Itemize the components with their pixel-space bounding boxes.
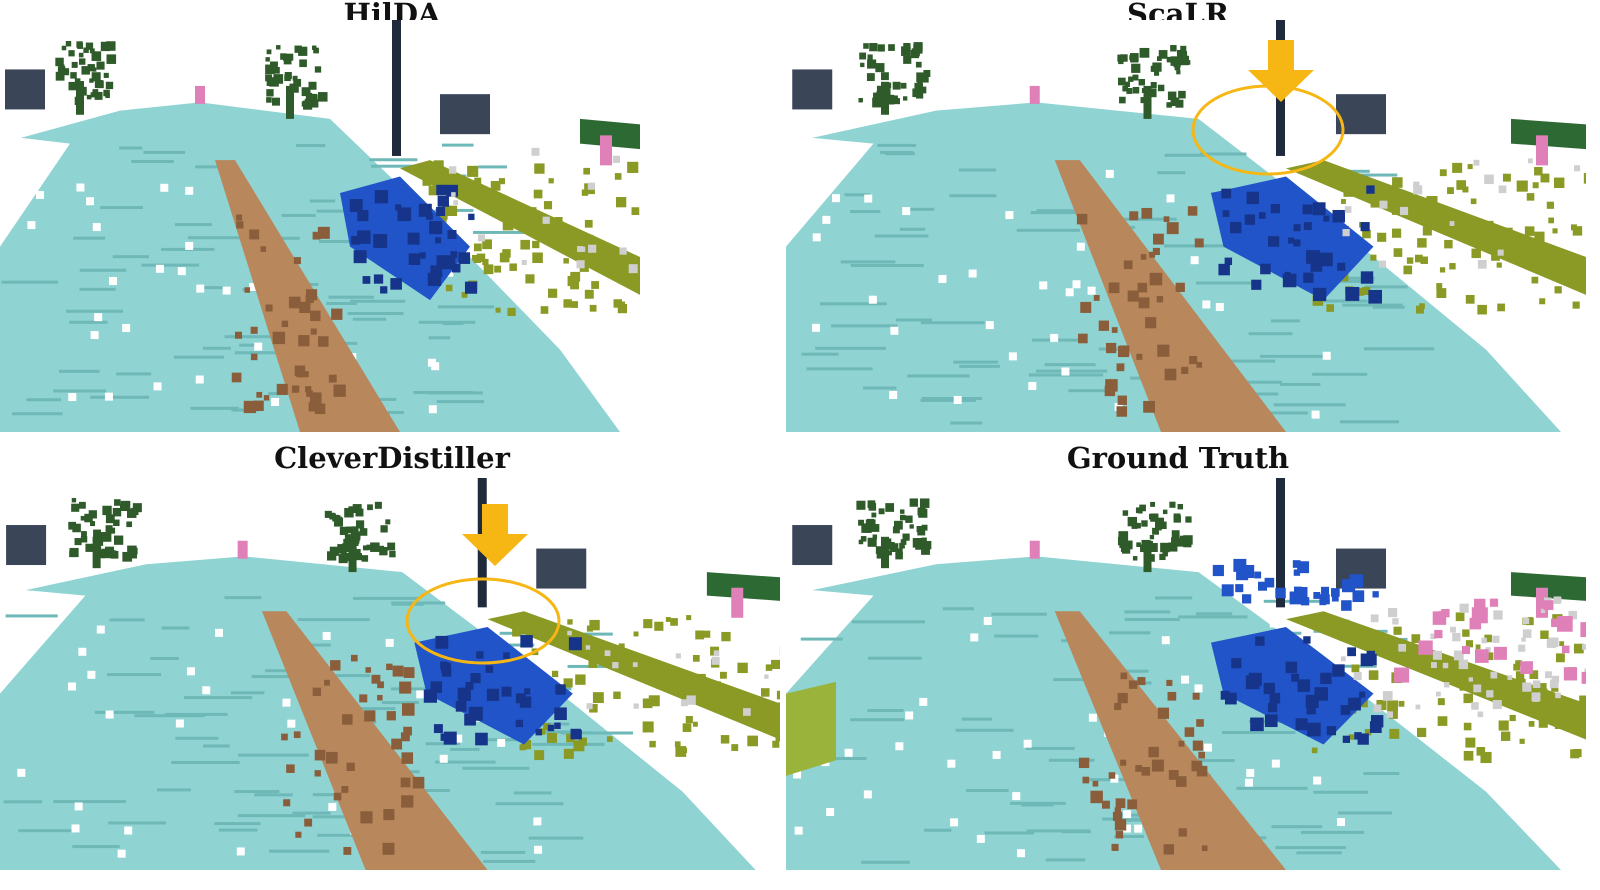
arrow-icon: [1248, 40, 1314, 102]
highlight-cleverdistiller: [405, 504, 561, 665]
scene-cleverdistiller: [0, 478, 780, 870]
scene-hilda: [0, 20, 640, 432]
scene-scalr: [786, 20, 1586, 432]
panel-title-cleverdistiller: CleverDistiller: [274, 441, 510, 475]
voxel-render-ground-truth: [786, 478, 1586, 870]
arrow-icon: [462, 504, 528, 566]
panel-title-ground-truth: Ground Truth: [1066, 441, 1290, 475]
voxel-render-scalr: [786, 20, 1586, 432]
highlight-ellipse: [1191, 84, 1345, 176]
voxel-render-hilda: [0, 20, 640, 432]
highlight-ellipse: [405, 577, 561, 665]
voxel-render-cleverdistiller: [0, 478, 780, 870]
scene-ground-truth: [786, 478, 1586, 870]
highlight-scalr: [1191, 40, 1345, 176]
